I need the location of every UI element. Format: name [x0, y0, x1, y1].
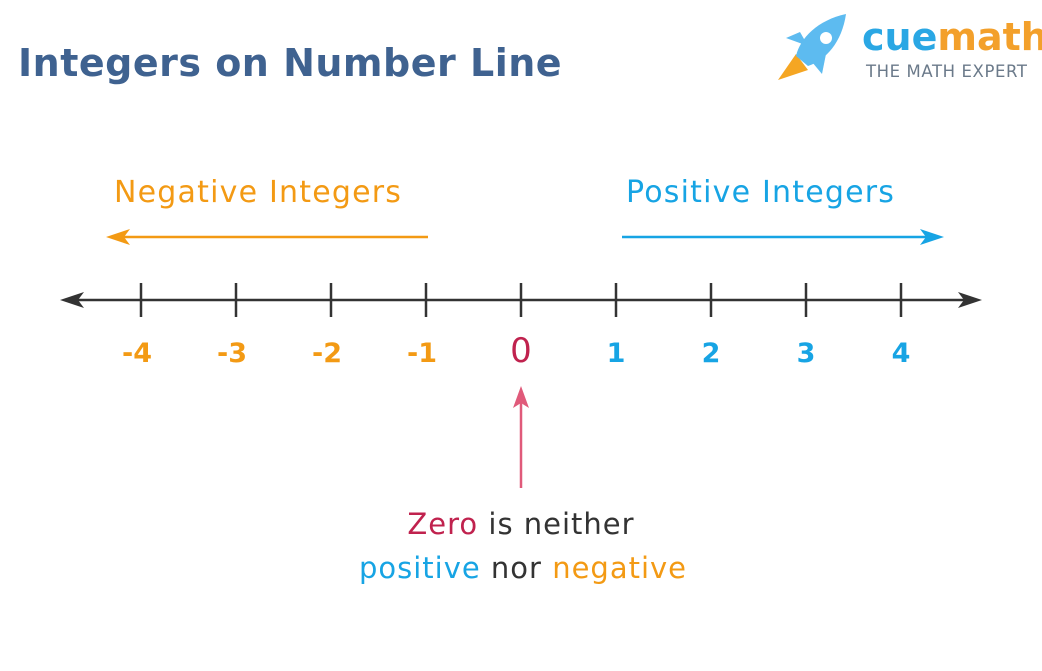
tick-label: -1 — [407, 338, 437, 369]
zero-pointer-arrow — [513, 386, 529, 488]
brand-logo: cuemath THE MATH EXPERT — [778, 14, 1042, 81]
rocket-icon — [778, 14, 846, 80]
is-neither-text: is neither — [478, 507, 634, 541]
zero-note-line1: Zero is neither — [407, 507, 634, 541]
number-line-ticks: -4 -3 -2 -1 0 1 2 3 4 — [122, 283, 910, 371]
brand-name-math: math — [937, 15, 1042, 59]
brand-name-cue: cue — [862, 15, 937, 59]
brand-tagline: THE MATH EXPERT — [865, 62, 1028, 81]
tick-label: -4 — [122, 338, 152, 369]
tick-label: 1 — [607, 338, 626, 369]
negative-direction-arrow — [106, 229, 428, 245]
positive-integers-heading: Positive Integers — [626, 175, 895, 210]
tick-label: -3 — [217, 338, 247, 369]
zero-word: Zero — [407, 507, 478, 541]
brand-name: cuemath — [862, 15, 1042, 59]
negative-word: negative — [552, 551, 687, 585]
positive-word: positive — [359, 551, 481, 585]
axis-left-arrowhead — [60, 292, 84, 308]
negative-integers-heading: Negative Integers — [114, 175, 402, 210]
tick-label: 3 — [797, 338, 816, 369]
axis-right-arrowhead — [958, 292, 982, 308]
positive-direction-arrow — [622, 229, 944, 245]
page-title: Integers on Number Line — [18, 41, 562, 85]
nor-text: nor — [481, 551, 552, 585]
tick-label: -2 — [312, 338, 342, 369]
tick-label: 2 — [702, 338, 721, 369]
zero-note-line2: positive nor negative — [359, 551, 687, 585]
tick-label-zero: 0 — [510, 331, 532, 371]
tick-label: 4 — [892, 338, 911, 369]
